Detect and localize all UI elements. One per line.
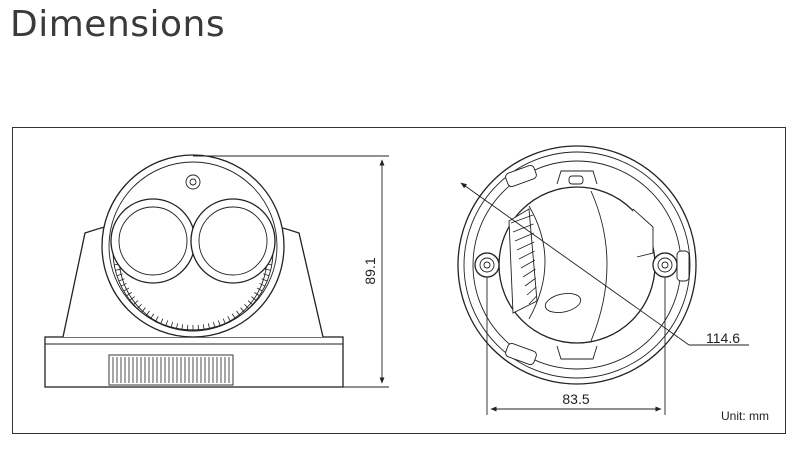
height-label: 89.1 [362,257,378,284]
latch-right [676,250,690,282]
bracket-tab-bottom [556,345,598,360]
oval-window [544,292,582,314]
diameter-leader [460,182,690,346]
bezel-knurl [114,263,272,331]
page-title: Dimensions [10,4,226,45]
mount-spacing-label: 83.5 [562,391,589,407]
mount-screw-right [652,252,678,278]
latch-bottom-left [505,342,537,366]
technical-drawing: 89.1 [44,145,769,423]
top-screw [185,174,201,190]
diameter-label: 114.6 [706,330,740,346]
vent-grille [108,354,234,386]
latch-top-left [505,164,537,188]
drawing-frame: 89.1 [12,127,786,434]
side-view: 89.1 [44,154,389,388]
lens-right [190,198,276,284]
top-view: 114.6 83.5 Unit: mm [457,145,769,423]
mount-screw-left [474,252,500,278]
lens-left [110,198,196,284]
unit-note: Unit: mm [721,409,769,423]
hinge-hatch [508,208,538,314]
